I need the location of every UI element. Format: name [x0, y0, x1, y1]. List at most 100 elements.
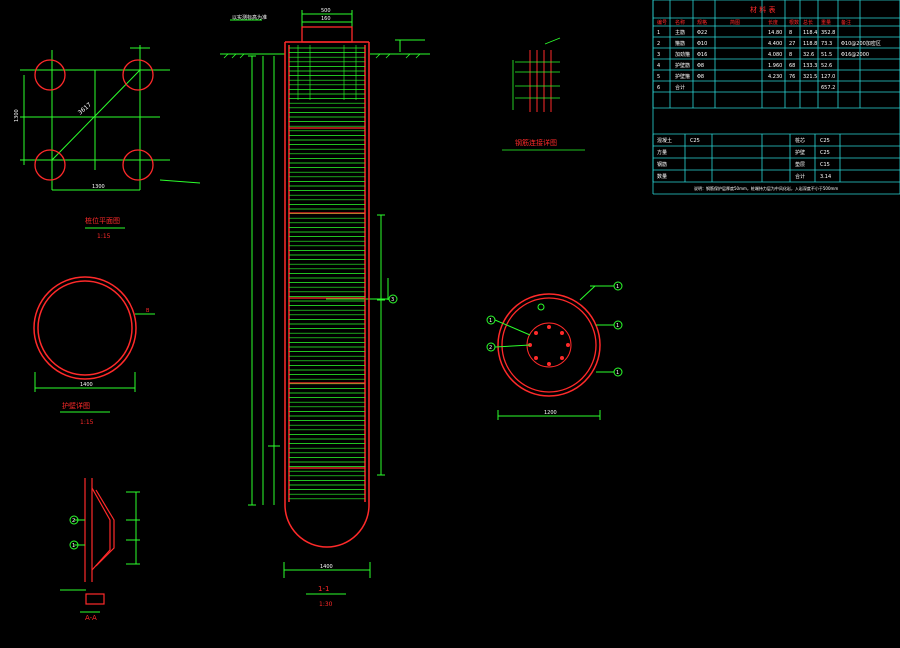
table-cell: Φ8	[697, 74, 704, 80]
table-cell: 4.230	[768, 74, 782, 80]
pile-plan-view: 1300 1300 3617 桩位平面图 1:15	[14, 45, 201, 240]
table-cell: 76	[789, 74, 795, 80]
plan-diagonal: 3617	[77, 101, 93, 116]
table-cell: 27	[789, 41, 795, 47]
table-cell: 8	[789, 30, 792, 36]
summary-cell: 垫层	[795, 161, 805, 168]
table-cell: 321.5	[803, 74, 817, 80]
table-cell: 8	[789, 52, 792, 58]
table-cell: 118.4	[803, 30, 817, 36]
section-top-dim: 500	[321, 8, 331, 14]
summary-cell: C25	[690, 138, 700, 144]
summary-cell: 混凝土	[657, 137, 672, 144]
table-cell: 1	[657, 30, 660, 36]
section-note: 以实测标高为准	[232, 14, 267, 21]
aa-callout: 2	[72, 518, 75, 524]
plan-scale: 1:15	[97, 233, 111, 240]
table-cell: 32.6	[803, 52, 814, 58]
section-bottom-dim: 1400	[320, 564, 333, 570]
summary-cell: 3.14	[820, 174, 831, 180]
table-cell: 14.80	[768, 30, 782, 36]
pile-circle	[34, 149, 66, 181]
table-cell: 4.400	[768, 41, 782, 47]
joint-title: 钢筋连接详图	[515, 138, 557, 147]
table-cell: 3	[657, 52, 660, 58]
ring-detail: B 1400 护壁详图 1:15	[33, 276, 155, 426]
ring-tag: B	[146, 308, 150, 314]
table-cell: 加劲箍	[675, 51, 690, 58]
table-cell: 护壁筋	[675, 62, 690, 69]
rebar-joint-detail: 钢筋连接详图	[502, 37, 585, 151]
cross-callout: 1	[616, 284, 619, 290]
ring-dim: 1400	[80, 382, 93, 388]
pile-cross-section: 1 2 1 1 1 1200	[486, 281, 623, 420]
section-callout: 3	[391, 297, 394, 303]
aa-title: A-A	[85, 614, 97, 622]
cross-dim: 1200	[544, 410, 557, 416]
summary-cell: 数量	[657, 173, 667, 180]
table-cell: 6	[657, 85, 660, 91]
table-cell: 箍筋	[675, 40, 685, 47]
table-cell: 118.8	[803, 41, 817, 47]
material-table: 编号 名称 规格 简图 长度 根数总长 重量 备注 1 主筋 Φ22 14.80 8 118.4 352.8…	[652, 0, 900, 195]
summary-cell: 钢筋	[657, 161, 667, 168]
summary-cell: 合计	[795, 173, 805, 180]
section-title: 1-1	[318, 585, 329, 593]
table-cell: 52.6	[821, 63, 832, 69]
table-cell: 4	[657, 63, 660, 69]
section-scale: 1:30	[319, 601, 333, 608]
table-header-cell: 根数	[789, 19, 799, 26]
table-cell: 2	[657, 41, 660, 47]
table-cell: 5	[657, 74, 660, 80]
table-header-cell: 总长	[803, 19, 813, 26]
pile-circle	[122, 59, 154, 91]
plan-dim-bottom: 1300	[92, 184, 105, 190]
table-cell: Φ22	[697, 30, 707, 36]
table-cell: Φ16@2000	[841, 52, 869, 58]
table-cell: 73.3	[821, 41, 832, 47]
table-header-cell: 重量	[821, 19, 831, 26]
detail-aa: 2 1 A-A	[60, 478, 140, 622]
pile-circle	[122, 149, 154, 181]
ring-title: 护壁详图	[62, 401, 90, 410]
summary-cell: 方量	[657, 149, 667, 156]
table-cell: 133.3	[803, 63, 817, 69]
summary-cell: C25	[820, 150, 830, 156]
section-cap-dim: 160	[321, 16, 331, 22]
summary-cell: 护壁	[795, 149, 805, 156]
summary-cell: 桩芯	[795, 137, 805, 144]
table-cell: 1.960	[768, 63, 782, 69]
table-cell: 护壁箍	[675, 73, 690, 80]
table-cell: 657.2	[821, 85, 835, 91]
aa-callout: 1	[72, 543, 75, 549]
table-cell: 4.080	[768, 52, 782, 58]
table-cell: Φ16	[697, 52, 707, 58]
cross-callout: 1	[489, 318, 492, 324]
table-cell: 合计	[675, 84, 685, 91]
table-header-cell: 简图	[730, 19, 740, 26]
plan-title: 桩位平面图	[85, 216, 120, 225]
table-cell: 127.0	[821, 74, 835, 80]
summary-cell: C15	[820, 162, 830, 168]
table-cell: Φ10@200加密区	[841, 40, 881, 47]
plan-dim-side: 1300	[14, 109, 20, 122]
cross-callout: 2	[489, 345, 492, 351]
cross-callout: 1	[616, 323, 619, 329]
table-cell: Φ10	[697, 41, 707, 47]
table-footer: 说明：钢筋保护层厚度50mm，桩端持力层为中风化岩，入岩深度不小于500mm	[694, 185, 838, 191]
table-cell: 352.8	[821, 30, 835, 36]
table-header-cell: 编号	[657, 19, 667, 26]
table-cell: 主筋	[675, 29, 685, 36]
table-cell: 68	[789, 63, 795, 69]
cross-callout: 1	[616, 370, 619, 376]
pile-section: 3 500 160 以实测标高为准 1400 1-1 1:30	[220, 8, 430, 608]
table-header-cell: 名称	[675, 19, 685, 26]
table-title: 材 料 表	[750, 5, 775, 14]
table-header-cell: 备注	[841, 19, 851, 26]
table-header-cell: 长度	[768, 19, 778, 26]
table-cell: 51.5	[821, 52, 832, 58]
table-cell: Φ8	[697, 63, 704, 69]
table-header-cell: 规格	[697, 19, 707, 26]
pile-circle	[34, 59, 66, 91]
